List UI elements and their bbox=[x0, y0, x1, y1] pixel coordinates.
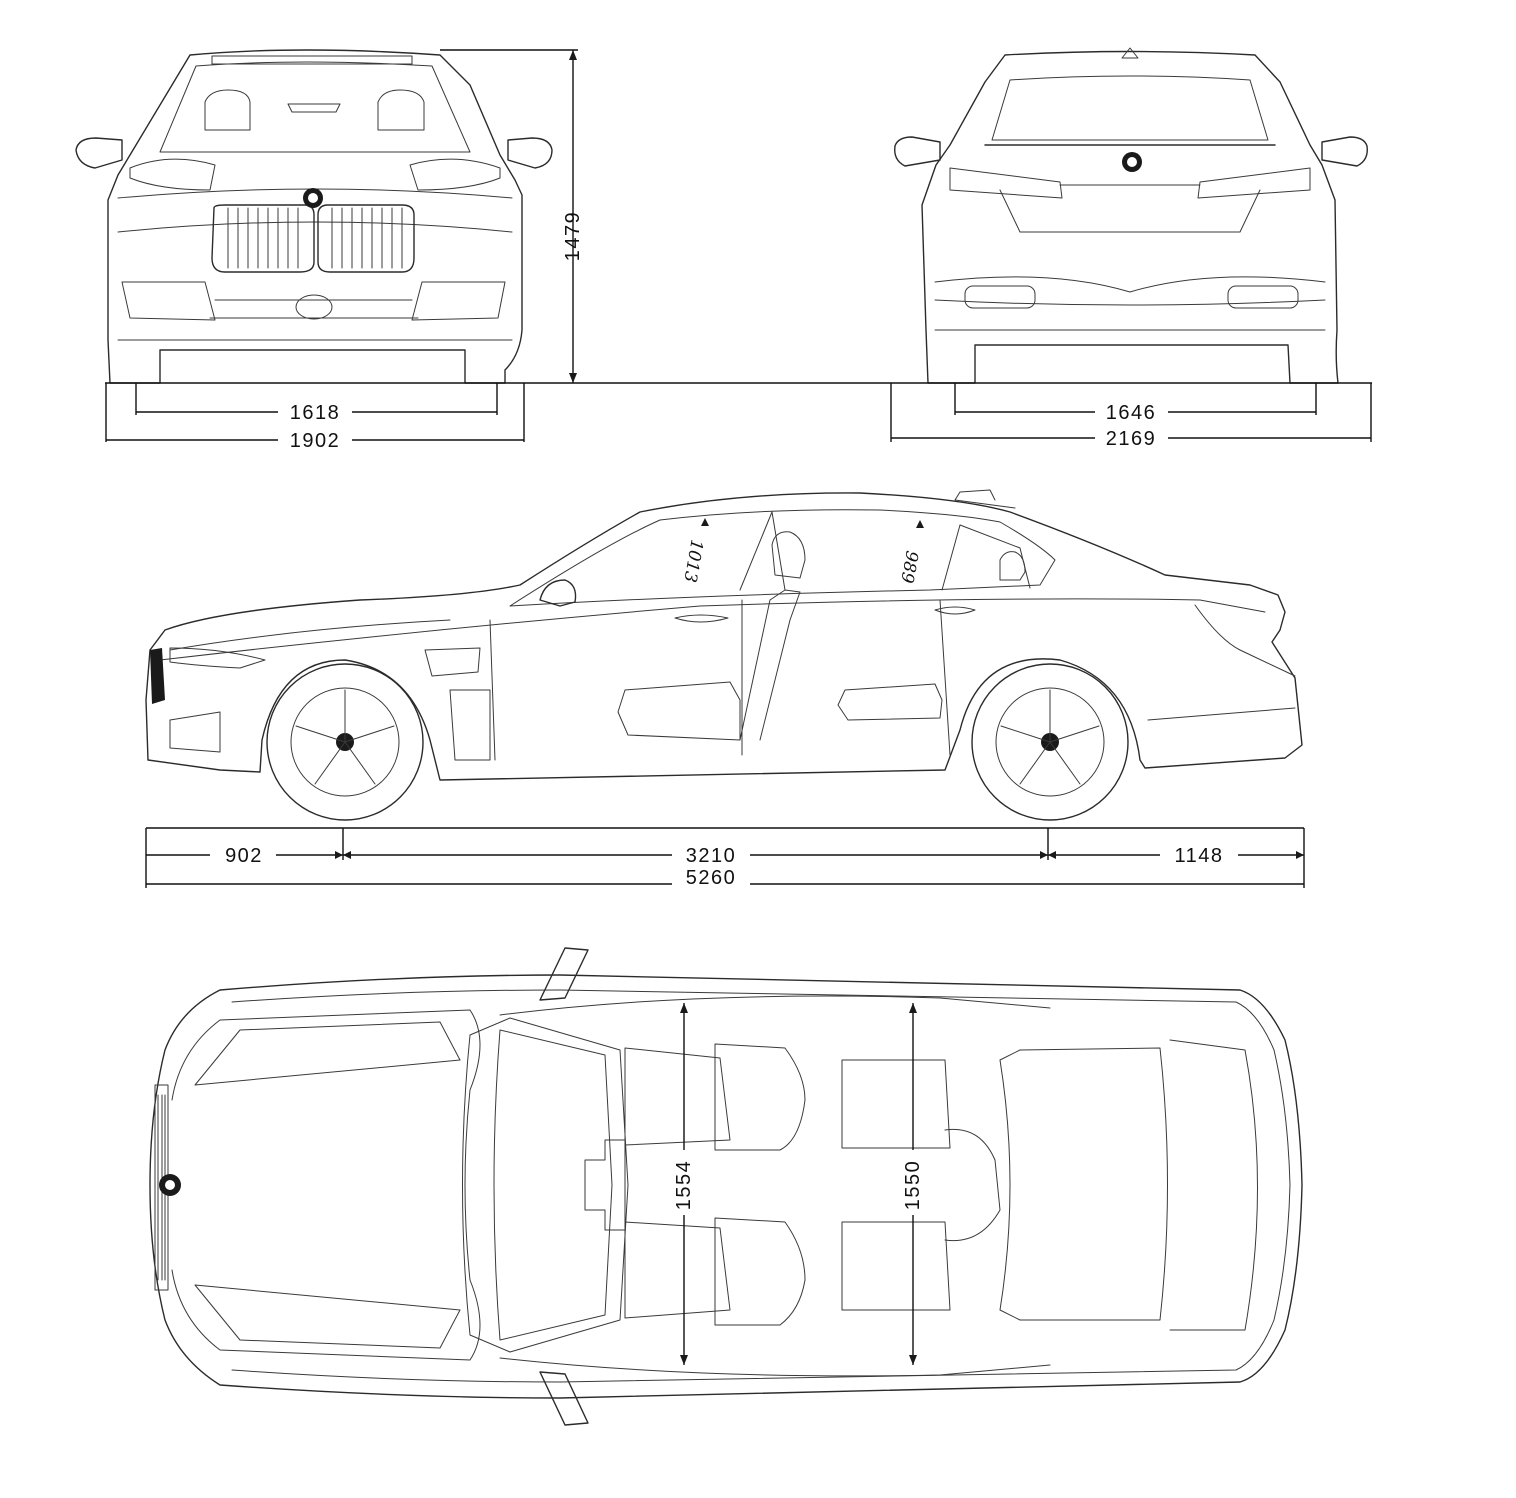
width-with-mirrors-label: 2169 bbox=[1106, 428, 1157, 450]
height-label: 1479 bbox=[562, 211, 584, 262]
bmw-roundel-icon bbox=[159, 1174, 181, 1196]
wheelbase-label: 3210 bbox=[686, 845, 737, 867]
rear-headroom-label: 989 bbox=[896, 549, 921, 585]
width-label: 1902 bbox=[290, 430, 341, 452]
front-rear-dimensions bbox=[105, 49, 1372, 442]
rear-view bbox=[894, 47, 1368, 384]
front-overhang-label: 902 bbox=[225, 845, 263, 867]
rear-shoulder-width-label: 1550 bbox=[902, 1160, 924, 1211]
bmw-roundel-icon bbox=[1122, 152, 1142, 172]
wheel-rim-icon bbox=[971, 663, 1129, 821]
front-shoulder-width-label: 1554 bbox=[673, 1160, 695, 1211]
side-dimensions bbox=[145, 827, 1305, 888]
front-view bbox=[75, 49, 553, 384]
length-label: 5260 bbox=[686, 867, 737, 889]
rear-overhang-label: 1148 bbox=[1174, 845, 1223, 867]
wheel-rim-icon bbox=[266, 663, 424, 821]
front-headroom-label: 1013 bbox=[679, 538, 706, 584]
top-dimensions bbox=[680, 1003, 917, 1365]
rear-track-label: 1646 bbox=[1106, 402, 1157, 424]
top-view bbox=[149, 947, 1303, 1426]
bmw-roundel-icon bbox=[303, 188, 323, 208]
side-view bbox=[145, 489, 1303, 821]
front-track-label: 1618 bbox=[290, 402, 341, 424]
